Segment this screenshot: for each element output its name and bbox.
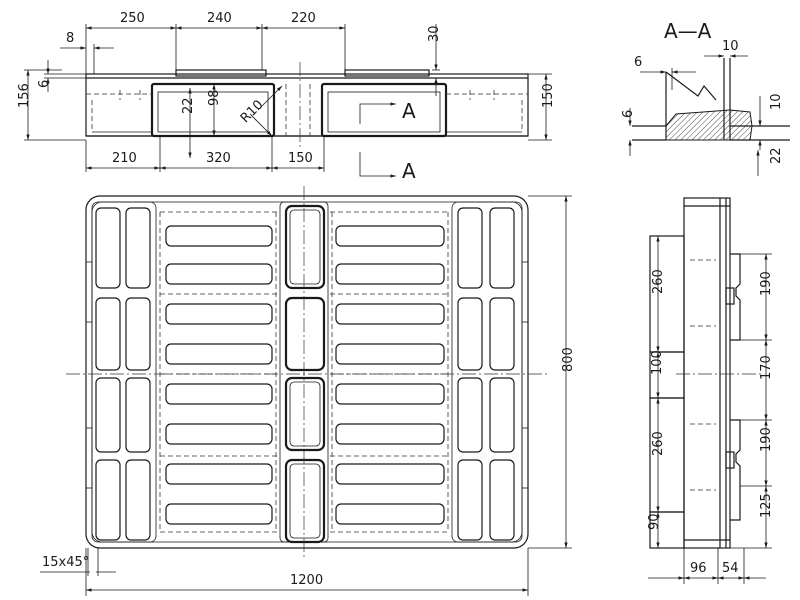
section-dim-10-right: 10 — [769, 93, 784, 110]
section-dim-22: 22 — [769, 147, 784, 164]
dim-8: 8 — [66, 31, 74, 46]
side-view: 260 100 260 90 190 170 190 125 96 54 — [647, 197, 774, 584]
right-deck-slots — [335, 225, 445, 525]
dim-22: 22 — [181, 97, 196, 114]
side-dim-260-top: 260 — [651, 269, 666, 294]
dim-250: 250 — [120, 11, 145, 26]
dim-800: 800 — [561, 347, 576, 372]
section-a-a-view: A—A 6 10 6 10 22 — [621, 19, 790, 176]
plan-view: 1200 800 15x45° — [40, 186, 576, 596]
dim-150-bottom: 150 — [288, 151, 313, 166]
dim-240: 240 — [207, 11, 232, 26]
side-dim-170: 170 — [759, 355, 774, 380]
section-mark-a-top: A — [402, 99, 416, 123]
dim-220: 220 — [291, 11, 316, 26]
plan-outline — [85, 195, 529, 549]
dim-6-top: 6 — [37, 80, 52, 88]
side-dim-260-bottom: 260 — [651, 431, 666, 456]
side-dim-96: 96 — [690, 561, 707, 576]
right-slot-grid — [457, 207, 515, 541]
dim-98: 98 — [207, 89, 222, 106]
section-dim-6-left: 6 — [621, 110, 636, 118]
side-dim-90: 90 — [647, 513, 662, 530]
left-deck-slots — [165, 225, 273, 525]
left-slot-grid — [95, 207, 151, 541]
dim-156: 156 — [17, 83, 32, 108]
section-dim-10-top: 10 — [722, 39, 739, 54]
side-outline — [683, 197, 731, 549]
side-dim-190-bottom: 190 — [759, 427, 774, 452]
center-block-slots — [284, 204, 326, 544]
dim-320: 320 — [206, 151, 231, 166]
dim-150-right: 150 — [541, 83, 556, 108]
section-title: A—A — [664, 19, 712, 43]
side-dim-100: 100 — [650, 350, 665, 375]
section-mark-a-bottom: A — [402, 159, 416, 183]
dim-210: 210 — [112, 151, 137, 166]
side-dim-54: 54 — [722, 561, 739, 576]
chamfer-label: 15x45° — [42, 555, 89, 570]
radius-label: R10 — [238, 97, 267, 126]
front-elevation-view: R10 250 240 220 8 6 156 22 98 — [17, 11, 556, 183]
dim-1200: 1200 — [290, 573, 323, 588]
side-dim-125: 125 — [759, 493, 774, 518]
section-dim-6: 6 — [634, 55, 642, 70]
dim-30: 30 — [427, 25, 442, 42]
side-dim-190-top: 190 — [759, 271, 774, 296]
